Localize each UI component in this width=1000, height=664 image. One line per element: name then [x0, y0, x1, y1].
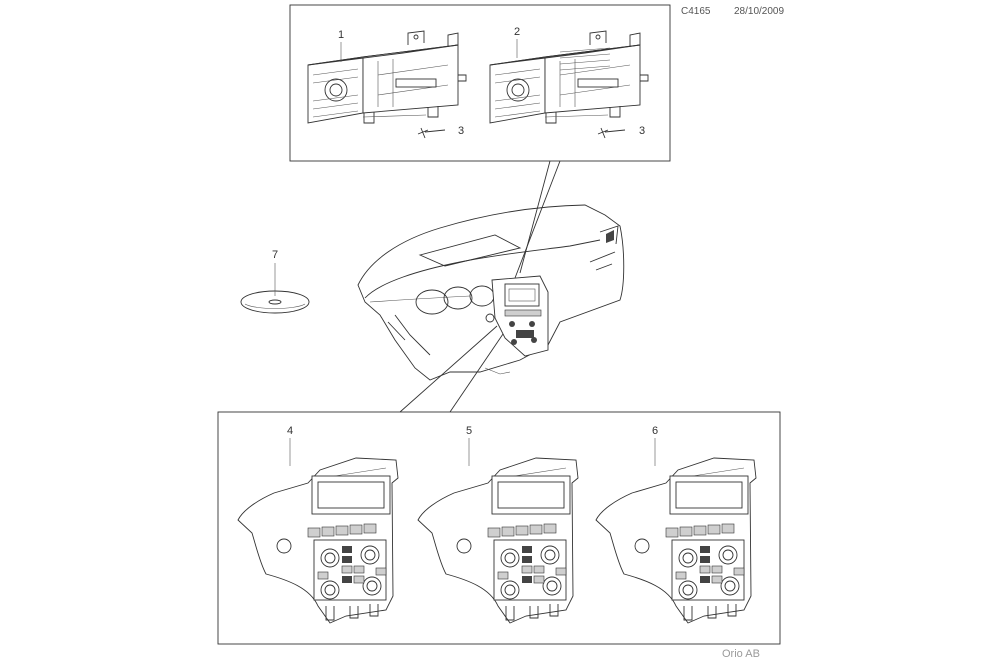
callout-1: 1 — [338, 29, 344, 41]
drawing-code: C4165 — [681, 6, 711, 17]
speaker-grille — [559, 47, 611, 71]
screw-icon — [597, 127, 626, 139]
brand-label: Orio AB — [722, 648, 760, 660]
callout-7: 7 — [272, 249, 278, 261]
screw-icon — [417, 127, 446, 139]
radio-unit-2 — [489, 30, 649, 124]
control-panel-4 — [237, 457, 399, 624]
callout-2: 2 — [514, 26, 520, 38]
dashboard-illustration — [357, 204, 625, 381]
callout-3-right: 3 — [639, 125, 645, 137]
control-panel-5 — [417, 457, 579, 624]
drawing-date: 28/10/2009 — [734, 6, 785, 17]
radio-unit-1 — [307, 30, 467, 124]
leader-radio-b — [519, 160, 551, 274]
callout-6: 6 — [652, 425, 658, 437]
control-panels-frame — [217, 411, 781, 645]
leader-radio — [514, 160, 561, 279]
leader-panel — [399, 325, 498, 413]
radio-units-frame — [289, 4, 671, 162]
leader-panel-b — [449, 333, 504, 413]
callout-3-left: 3 — [458, 125, 464, 137]
callout-5: 5 — [466, 425, 472, 437]
control-panel-6 — [595, 457, 757, 624]
callout-4: 4 — [287, 425, 293, 437]
